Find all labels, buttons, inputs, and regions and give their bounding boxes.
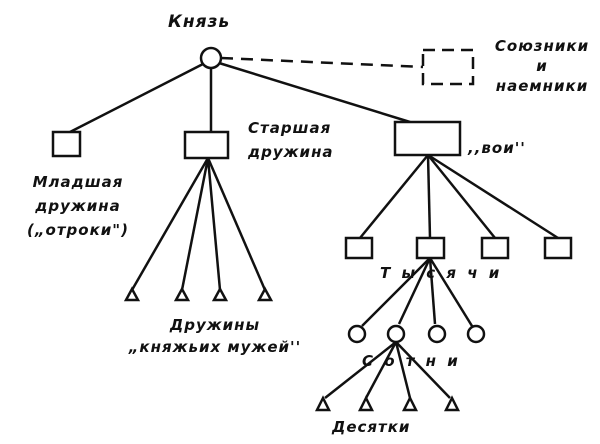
retinues-line: „княжьих мужей'' [128,338,302,356]
senior-line: Старшая [248,119,332,137]
allies-line: Союзники [494,37,590,55]
senior-line: дружина [248,143,334,161]
junior-node [51,130,82,158]
thousands-label: Т ы с я ч и [380,264,501,282]
thousand-nodes [344,236,573,260]
prince-node [199,46,223,70]
allies-line: и [536,57,548,75]
junior-line: Младшая [32,173,124,191]
ten-triangles [314,395,461,412]
allies-line: наемники [495,77,589,95]
prince-label: Князь [168,12,231,32]
junior-label: Младшая дружина („отроки") [8,170,148,242]
allies-label: Союзники и наемники [484,36,600,96]
senior-label: Старшая дружина [248,116,334,164]
tens-label: Десятки [332,418,411,436]
hundreds-label: С о т н и [362,352,459,370]
junior-line: („отроки") [27,221,129,239]
retinue-triangles [123,286,274,302]
voi-node [393,120,462,157]
senior-node [183,130,230,160]
connectors [69,56,559,399]
junior-line: дружина [35,197,121,215]
allies-node [421,48,475,86]
retinues-line: Дружины [169,316,261,334]
voi-label: ,,вои'' [468,139,526,157]
retinues-label: Дружины „княжьих мужей'' [115,314,315,358]
hundred-circles [347,324,486,344]
